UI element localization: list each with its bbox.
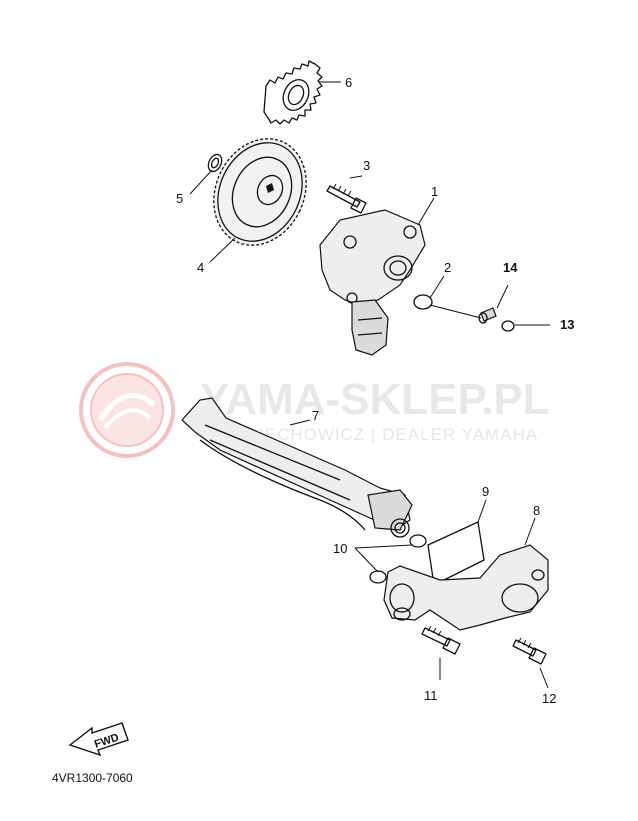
- gasket-part-9: [427, 521, 485, 586]
- callout-4: 4: [197, 260, 204, 275]
- o-ring-part-2: [413, 294, 433, 310]
- oil-pipe-part-7: [181, 397, 413, 538]
- large-gear-part-4: [213, 138, 307, 246]
- bolt-part-3: [326, 183, 367, 214]
- circlip-part-5: [207, 153, 223, 173]
- o-ring-part-13: [501, 320, 515, 332]
- callout-9: 9: [482, 484, 489, 499]
- callout-14: 14: [503, 260, 518, 275]
- oil-pipe-bracket-part-8: [383, 544, 549, 631]
- callout-8: 8: [533, 503, 540, 518]
- diagram-code: 4VR1300-7060: [52, 771, 133, 785]
- callout-12: 12: [542, 691, 556, 706]
- bolt-part-11: [421, 625, 461, 655]
- o-rings-part-10: [369, 534, 427, 584]
- callout-6: 6: [345, 75, 352, 90]
- watermark-brand: YAMA-SKLEP.PL: [200, 375, 550, 424]
- callout-10: 10: [333, 541, 347, 556]
- oil-pump-part-1: [319, 209, 426, 356]
- watermark-logo: [79, 362, 175, 458]
- collar-part-14: [478, 307, 497, 324]
- callout-11: 11: [424, 688, 438, 703]
- callout-13: 13: [560, 317, 574, 332]
- callout-5: 5: [176, 191, 183, 206]
- fwd-arrow-icon: FWD: [68, 722, 129, 757]
- callout-1: 1: [431, 184, 438, 199]
- leader-lines: [189, 81, 550, 689]
- small-gear-part-6: [263, 60, 323, 125]
- callout-3: 3: [363, 158, 370, 173]
- callout-7: 7: [312, 408, 319, 423]
- callout-2: 2: [444, 260, 451, 275]
- bolt-part-12: [512, 637, 547, 665]
- watermark-subline: WOJCIECHOWICZ | DEALER YAMAHA: [205, 425, 538, 444]
